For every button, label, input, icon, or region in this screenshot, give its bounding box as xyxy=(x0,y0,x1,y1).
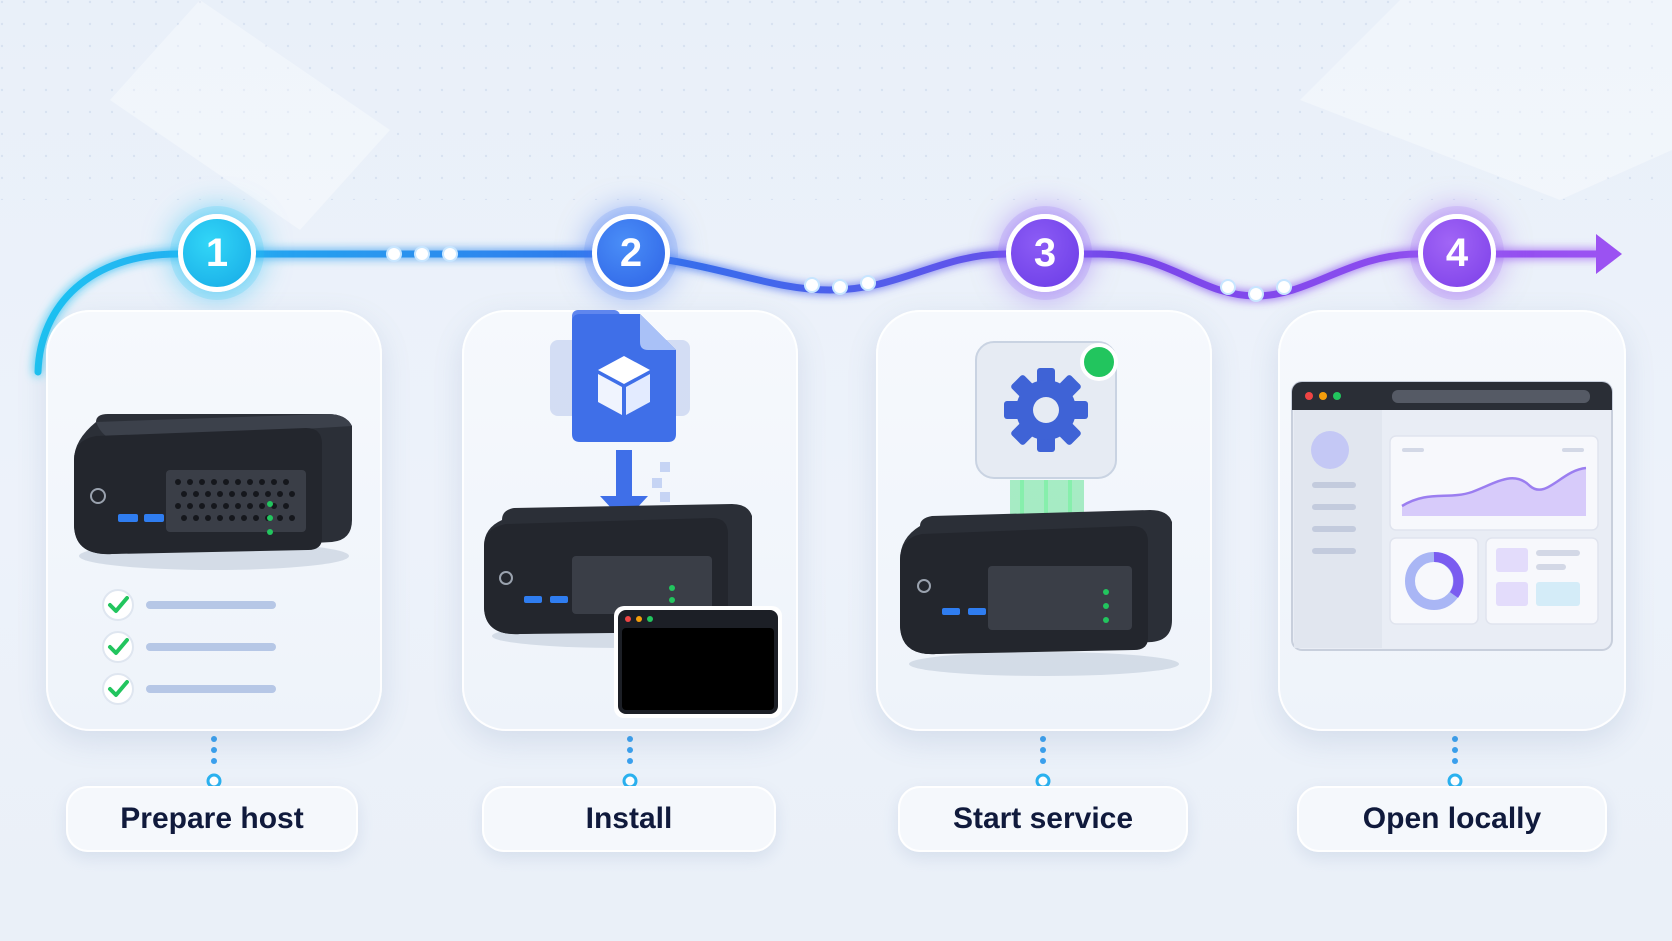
step-3-label: Start service xyxy=(898,786,1188,852)
checklist xyxy=(102,589,276,705)
terminal-window xyxy=(614,606,782,718)
arrow-right-icon xyxy=(1596,234,1622,274)
browser-dashboard-illustration xyxy=(1291,381,1613,651)
step-2-card xyxy=(462,310,798,731)
step-2-label: Install xyxy=(482,786,776,852)
check-icon xyxy=(108,680,129,697)
step-4-card xyxy=(1278,310,1626,731)
check-icon xyxy=(108,596,129,613)
dotted-connector xyxy=(206,736,1463,789)
mini-pc-with-checklist-illustration xyxy=(74,414,352,705)
step-1-card xyxy=(46,310,382,731)
step-2-number-badge: 2 xyxy=(592,214,670,292)
step-4-label: Open locally xyxy=(1297,786,1607,852)
gear-icon xyxy=(1004,368,1088,452)
service-running-illustration xyxy=(900,341,1179,676)
step-1-label: Prepare host xyxy=(66,786,358,852)
area-chart xyxy=(1402,468,1586,516)
step-3-card xyxy=(876,310,1212,731)
step-3-number-badge: 3 xyxy=(1006,214,1084,292)
check-icon xyxy=(108,638,129,655)
package-install-illustration xyxy=(484,310,782,718)
step-1-number-badge: 1 xyxy=(178,214,256,292)
step-4-number-badge: 4 xyxy=(1418,214,1496,292)
status-indicator xyxy=(1080,343,1118,381)
cube-package-icon xyxy=(598,356,650,415)
